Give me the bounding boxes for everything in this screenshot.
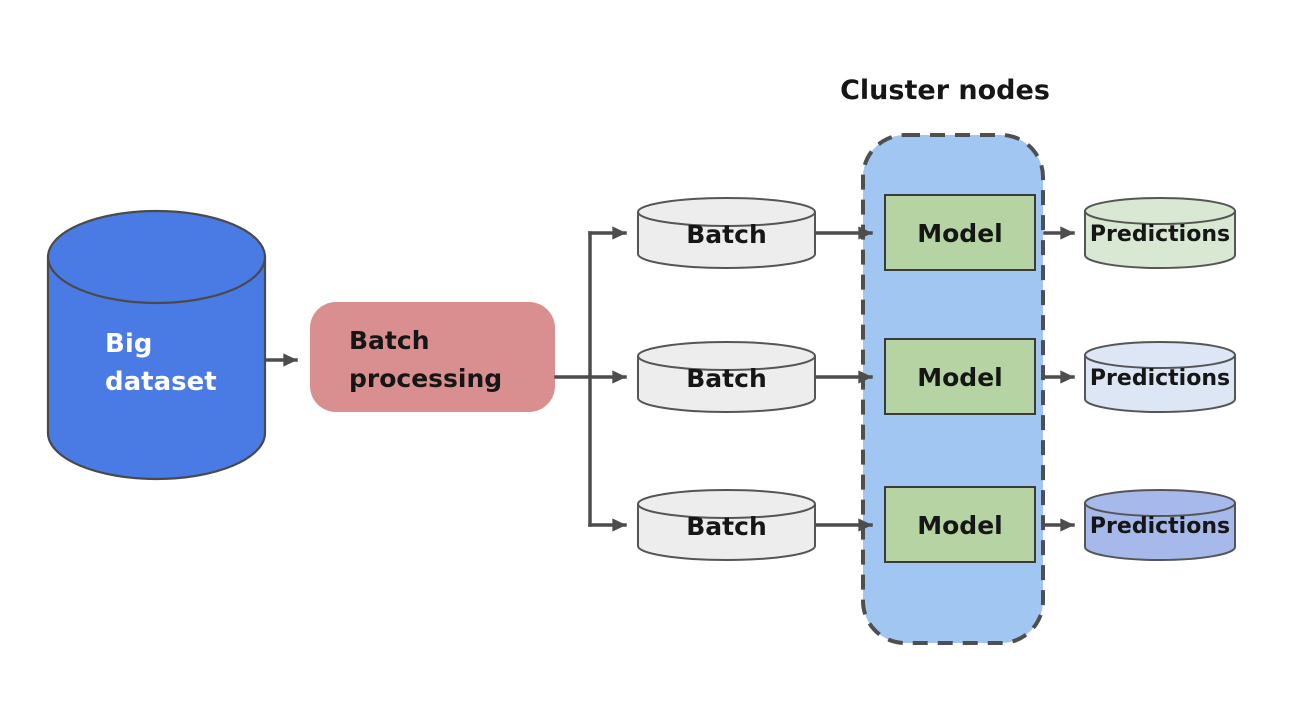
pipeline-row-3: Batch Model Predictions: [637, 486, 1236, 563]
batch-cylinder-body: [637, 356, 816, 413]
predictions-cylinder-top: [1084, 341, 1236, 369]
pipeline-row-1: Batch Model Predictions: [637, 194, 1236, 271]
predictions-label: Predictions: [1090, 366, 1230, 391]
predictions-label: Predictions: [1090, 514, 1230, 539]
batch-label: Batch: [686, 220, 767, 249]
batch-processing-label-line2: processing: [349, 364, 502, 393]
predictions-cylinder-top: [1084, 489, 1236, 517]
batch-processing-label-line1: Batch: [349, 326, 430, 355]
batch-cylinder-top: [637, 341, 816, 371]
batch-cylinder-body: [637, 504, 816, 561]
model-box: [884, 194, 1036, 271]
model-box: [884, 486, 1036, 563]
predictions-cylinder-top: [1084, 197, 1236, 225]
batch-processing-box: [310, 302, 555, 412]
predictions-cylinder-body: [1084, 503, 1236, 561]
model-box: [884, 338, 1036, 415]
pipeline-row-2: Batch Model Predictions: [637, 338, 1236, 415]
batch-cylinder-top: [637, 197, 816, 227]
batch-label: Batch: [686, 512, 767, 541]
cluster-nodes-label: Cluster nodes: [840, 75, 1050, 106]
big-dataset-node: Big dataset: [46, 209, 267, 481]
predictions-cylinder-body: [1084, 355, 1236, 413]
batch-cylinder-body: [637, 212, 816, 269]
predictions-cylinder-body: [1084, 211, 1236, 269]
big-dataset-cylinder-body: [46, 257, 267, 481]
big-dataset-cylinder-top: [46, 209, 267, 305]
batch-cylinder-top: [637, 489, 816, 519]
big-dataset-label-line1: Big: [105, 329, 152, 359]
model-label: Model: [917, 363, 1002, 392]
predictions-label: Predictions: [1090, 222, 1230, 247]
branch-connector: [554, 226, 627, 532]
model-label: Model: [917, 219, 1002, 248]
model-label: Model: [917, 511, 1002, 540]
batch-label: Batch: [686, 364, 767, 393]
big-dataset-label-line2: dataset: [105, 367, 217, 397]
batch-processing-node: Batch processing: [310, 302, 555, 412]
